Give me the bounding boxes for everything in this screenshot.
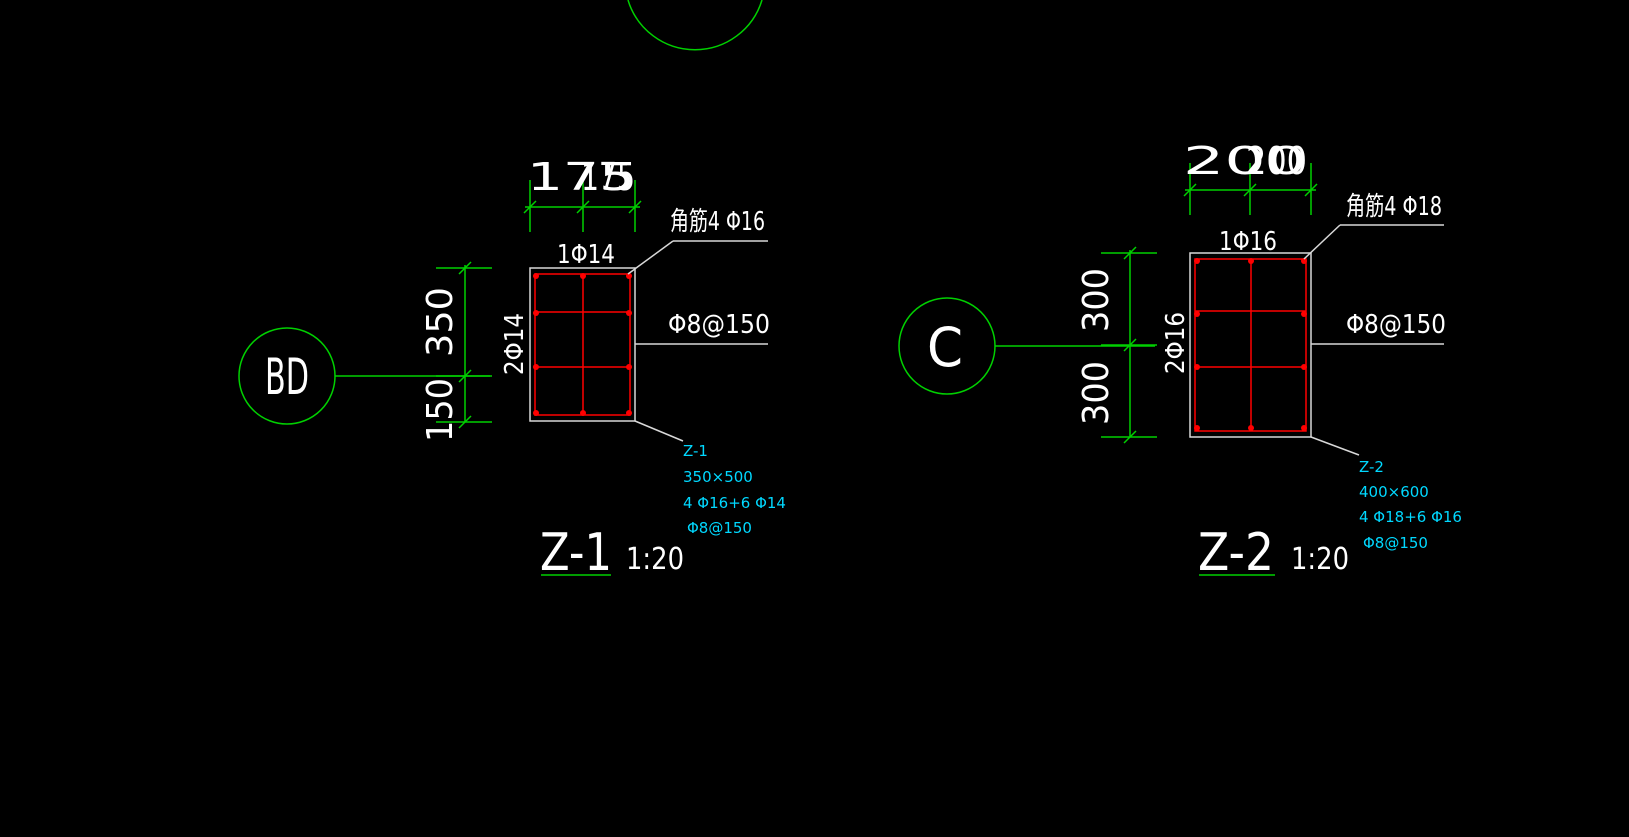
- side-bar-label-z1: 2Φ14: [500, 313, 530, 375]
- dim-text-z2-top-2: 200: [1246, 139, 1307, 183]
- top-dimension-z1: [523, 180, 642, 232]
- dim-text-z1-top-1: 175: [527, 155, 635, 199]
- spec-z1-stirrup: Φ8@150: [687, 519, 752, 537]
- stirrup-label-z2: Φ8@150: [1346, 310, 1446, 340]
- top-bar-label-z2: 1Φ16: [1219, 227, 1277, 257]
- dim-text-z2-top-1: 200: [1183, 139, 1307, 183]
- spec-z1-name: Z-1: [683, 442, 708, 460]
- grid-label-bd: BD: [265, 348, 309, 406]
- left-dimension-z1: [436, 261, 492, 429]
- section-title-z2: Z-2: [1198, 523, 1274, 583]
- grid-bubble-partial: [627, 0, 763, 51]
- spec-z2-size: 400×600: [1359, 483, 1429, 501]
- stirrup-label-z1: Φ8@150: [668, 310, 770, 340]
- dim-text-z1-top-2: 175: [581, 155, 635, 199]
- left-dimension-z2: [1101, 246, 1157, 444]
- section-outline-z2: [1189, 252, 1312, 438]
- grid-label-c: C: [927, 316, 963, 379]
- spec-z2-stirrup: Φ8@150: [1363, 534, 1428, 552]
- dim-text-z2-side-1: 300: [1076, 268, 1117, 332]
- spec-z2-main-bars: 4 Φ18+6 Φ16: [1359, 508, 1462, 526]
- section-scale-z1: 1:20: [626, 542, 684, 577]
- dim-text-z1-side-1: 350: [420, 287, 461, 357]
- leader-spec-z2: [1310, 436, 1360, 456]
- column-section-z1: BD 175 175 350 150: [238, 155, 786, 583]
- top-dimension-z2: [1183, 163, 1318, 215]
- rebar-dots-z2: [1194, 258, 1307, 431]
- leader-corner-z1-a: [627, 240, 674, 275]
- spec-z1-main-bars: 4 Φ16+6 Φ14: [683, 494, 786, 512]
- dim-text-z2-side-2: 300: [1076, 361, 1117, 425]
- top-bar-label-z1: 1Φ14: [557, 240, 615, 270]
- stirrups-z2: [1194, 258, 1307, 432]
- spec-z1-size: 350×500: [683, 468, 753, 486]
- dim-text-z1-side-2: 150: [420, 378, 461, 442]
- leader-corner-z2-a: [1303, 224, 1341, 260]
- corner-bar-label-z1: 角筋4 Φ16: [670, 207, 765, 237]
- section-scale-z2: 1:20: [1291, 542, 1349, 577]
- section-title-z1: Z-1: [540, 523, 612, 583]
- side-bar-label-z2: 2Φ16: [1161, 312, 1191, 374]
- rebar-dots-z1: [533, 273, 632, 416]
- corner-bar-label-z2: 角筋4 Φ18: [1346, 192, 1442, 222]
- leader-spec-z1: [634, 420, 684, 442]
- spec-z2-name: Z-2: [1359, 458, 1384, 476]
- column-section-z2: C 200 200 300 300: [898, 139, 1462, 583]
- stirrups-z1: [534, 273, 631, 416]
